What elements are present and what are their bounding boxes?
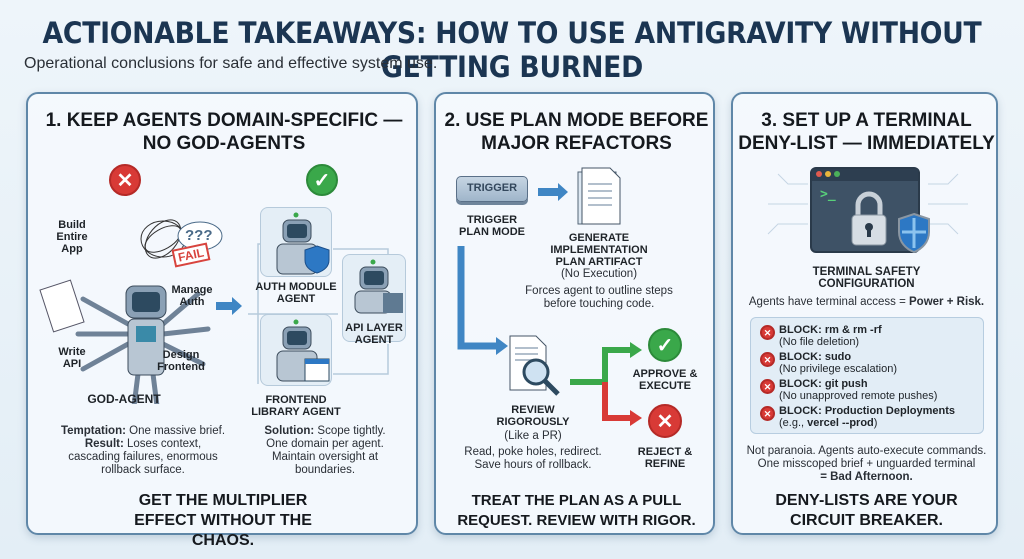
temptation-text: Temptation: One massive brief. Result: L… (58, 425, 228, 477)
result-body: Loses context, cascading failures, enorm… (68, 438, 218, 476)
solution-body: Scope tightly. One domain per agent. Mai… (266, 425, 386, 476)
panel-title: 3. SET UP A TERMINAL DENY-LIST — IMMEDIA… (733, 109, 1000, 155)
deny-list-box: ✕ BLOCK: rm & rm -rf(No file deletion) ✕ B… (750, 317, 984, 434)
block-icon: ✕ (760, 352, 775, 367)
title-line: NO GOD-AGENTS (142, 133, 306, 154)
warning-line: Not paranoia. Agents auto-execute comman… (746, 445, 987, 457)
config-label: TERMINAL SAFETY CONFIGURATION (812, 266, 921, 290)
trigger-label: TRIGGER PLAN MODE (459, 214, 525, 238)
solution-label: Solution: (264, 425, 315, 437)
approve-label: APPROVE & EXECUTE (632, 368, 698, 392)
agent-card-api: API LAYER AGENT (342, 254, 406, 346)
approve-check-icon: ✓ (648, 328, 682, 362)
block-icon: ✕ (760, 406, 775, 421)
panel-title: 1. KEEP AGENTS DOMAIN-SPECIFIC — NO GOD-… (28, 109, 420, 155)
generate-note: (No Execution) (560, 268, 638, 280)
deny-note: (e.g., (779, 417, 808, 429)
trigger-button[interactable]: TRIGGER (456, 176, 528, 202)
document-icon (577, 167, 621, 225)
temptation-body: One massive brief. (129, 425, 226, 437)
warning-line: = Bad Afternoon. (820, 471, 913, 483)
title-line: 3. SET UP A TERMINAL (761, 110, 972, 131)
god-label-design: Design Frontend (157, 349, 205, 373)
deny-note: (No privilege escalation) (779, 363, 897, 375)
panel-plan-mode: 2. USE PLAN MODE BEFORE MAJOR REFACTORS … (434, 92, 715, 535)
deny-item: ✕ BLOCK: sudo(No privilege escalation) (760, 351, 897, 375)
agent-label: FRONTEND LIBRARY AGENT (251, 394, 341, 418)
deny-note: (No file deletion) (779, 336, 860, 348)
review-note: (Like a PR) (504, 430, 562, 442)
god-agent-robot-icon (39, 219, 223, 404)
warning-text: Not paranoia. Agents auto-execute comman… (733, 445, 1000, 484)
warning-line: One misscoped brief + unguarded terminal (757, 458, 976, 470)
branch-arrows (570, 342, 642, 426)
check-circle-icon: ✓ (306, 164, 338, 196)
title-line: DENY-LIST — IMMEDIATELY (738, 133, 995, 154)
page-title: ACTIONABLE TAKEAWAYS: HOW TO USE ANTIGRA… (42, 16, 982, 84)
deny-note: (No unapproved remote pushes) (779, 390, 938, 402)
robot-server-icon (354, 259, 403, 314)
page-subtitle: Operational conclusions for safe and eff… (24, 55, 438, 72)
deny-note-bold: vercel --prod (807, 417, 874, 429)
reject-x-icon: ✕ (648, 404, 682, 438)
god-label-write: Write API (58, 346, 86, 370)
terminal-prompt: >_ (820, 187, 836, 202)
access-body: Agents have terminal access = (748, 296, 906, 308)
result-label: Result: (84, 438, 124, 450)
agent-label: API LAYER AGENT (345, 322, 403, 346)
padlock-icon (851, 191, 887, 246)
block-icon: ✕ (760, 325, 775, 340)
god-agent-label: GOD-AGENT (87, 392, 161, 406)
deny-cmd: BLOCK: sudo (779, 351, 852, 363)
reject-label: REJECT & REFINE (637, 446, 693, 470)
title-line: MAJOR REFACTORS (481, 133, 672, 154)
deny-cmd: BLOCK: rm & rm -rf (779, 324, 882, 336)
access-text: Agents have terminal access = Power + Ri… (733, 296, 1000, 309)
temptation-label: Temptation: (60, 425, 126, 437)
panel-deny-list: 3. SET UP A TERMINAL DENY-LIST — IMMEDIA… (731, 92, 998, 535)
circuit-lines (767, 173, 968, 235)
deny-note: ) (873, 417, 878, 429)
arrow-right-icon (216, 297, 242, 315)
agent-card-auth (260, 207, 332, 277)
thought-bubble: ??? (185, 227, 213, 244)
solution-text: Solution: Scope tightly. One domain per … (260, 425, 390, 477)
panel-footer: TREAT THE PLAN AS A PULL REQUEST. REVIEW… (457, 492, 696, 529)
panel-title: 2. USE PLAN MODE BEFORE MAJOR REFACTORS (436, 109, 717, 155)
block-icon: ✕ (760, 379, 775, 394)
review-label: REVIEW RIGOROUSLY (496, 404, 570, 428)
x-circle-icon: ✕ (109, 164, 141, 196)
robot-window-icon (276, 319, 330, 382)
flow-arrow-down-right (457, 246, 508, 355)
window-controls (812, 169, 918, 181)
deny-item: ✕ BLOCK: rm & rm -rf(No file deletion) (760, 324, 882, 348)
review-desc: Read, poke holes, redirect. Save hours o… (464, 446, 602, 471)
god-label-manage: Manage Auth (171, 284, 213, 308)
deny-cmd: BLOCK: git push (779, 378, 868, 390)
review-magnifier-icon (509, 335, 560, 396)
panel-domain-specific: 1. KEEP AGENTS DOMAIN-SPECIFIC — NO GOD-… (26, 92, 420, 549)
generate-desc: Forces agent to outline steps before tou… (525, 285, 673, 310)
agent-label: AUTH MODULE AGENT (255, 281, 337, 305)
deny-item: ✕ BLOCK: Production Deployments(e.g., ver… (760, 405, 956, 429)
panel-footer: DENY-LISTS ARE YOUR CIRCUIT BREAKER. (775, 492, 958, 529)
panel-footer: GET THE MULTIPLIER EFFECT WITHOUT THE CH… (134, 492, 312, 549)
title-line: 2. USE PLAN MODE BEFORE (444, 110, 709, 131)
deny-item: ✕ BLOCK: git push(No unapproved remote pu… (760, 378, 938, 402)
generate-label: GENERATE IMPLEMENTATION PLAN ARTIFACT (550, 232, 648, 268)
deny-cmd: BLOCK: Production Deployments (779, 405, 956, 417)
shield-icon (898, 212, 930, 254)
robot-shield-icon (276, 212, 330, 275)
god-label-build: Build Entire App (56, 219, 88, 255)
arrow-right-icon (538, 183, 568, 201)
title-line: 1. KEEP AGENTS DOMAIN-SPECIFIC — (45, 110, 403, 131)
agent-card-frontend (260, 314, 332, 386)
access-bold: Power + Risk. (909, 296, 985, 308)
